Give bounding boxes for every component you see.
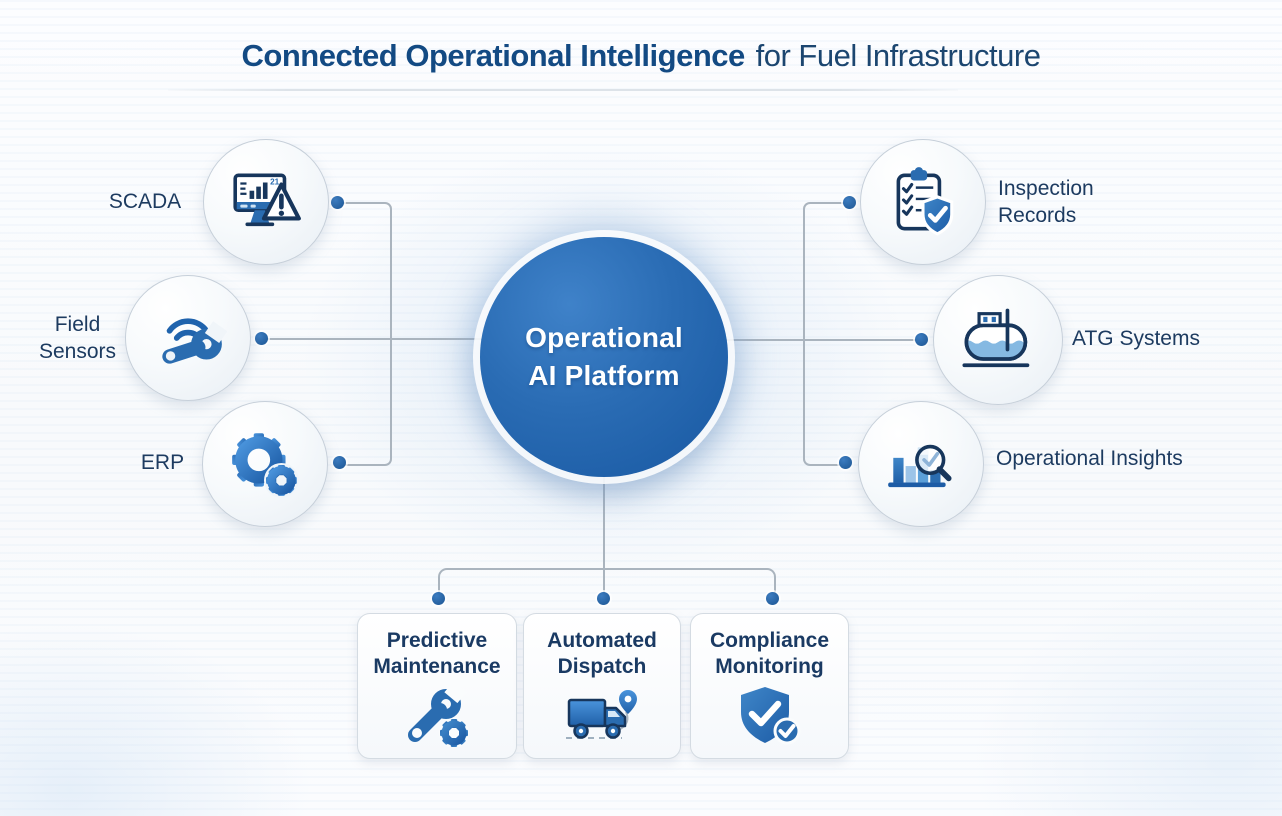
predictive-maintenance-label: Predictive Maintenance <box>373 629 501 678</box>
node-inspection-records <box>860 139 986 265</box>
field-sensors-label: Field Sensors <box>38 313 117 363</box>
node-operational-insights <box>858 401 984 527</box>
node-field-sensors <box>125 275 251 401</box>
node-erp <box>202 401 328 527</box>
inspection-records-label: Inspection Records <box>998 177 1094 227</box>
bar-chart-magnifier-icon <box>888 444 952 488</box>
erp-connector-dot <box>333 456 346 469</box>
node-atg-systems <box>933 275 1063 405</box>
automated-dispatch-label: Automated Dispatch <box>547 629 657 678</box>
operational-ai-platform-node: Operational AI Platform <box>480 237 728 477</box>
compliance-connector-dot <box>766 592 779 605</box>
compliance-monitoring-label: Compliance Monitoring <box>709 629 830 678</box>
page-title-regular: for Fuel Infrastructure <box>755 38 1041 73</box>
title-divider <box>168 89 958 91</box>
scada-label: SCADA <box>108 190 182 213</box>
scada-monitor-alert-icon: 21 <box>233 173 301 227</box>
shield-double-check-icon <box>740 687 800 745</box>
predictive-connector-dot <box>432 592 445 605</box>
dispatch-connector-dot <box>597 592 610 605</box>
node-scada: 21 <box>203 139 329 265</box>
operational-insights-label: Operational Insights <box>996 447 1183 470</box>
wrench-gear-icon <box>408 685 469 747</box>
bottom-stem-line <box>603 476 605 569</box>
dispatch-truck-pin-icon <box>566 690 637 739</box>
erp-label: ERP <box>140 451 185 474</box>
bottom-mid-stem-line <box>603 568 605 599</box>
inspection-connector-dot <box>843 196 856 209</box>
right-connector-bracket <box>803 202 851 466</box>
scada-connector-dot <box>331 196 344 209</box>
insights-connector-dot <box>839 456 852 469</box>
svg-text:21: 21 <box>270 178 280 187</box>
bottom-connector-bracket <box>438 568 776 601</box>
card-compliance-monitoring: Compliance Monitoring <box>690 613 849 759</box>
left-connector-bracket <box>337 202 392 466</box>
atg-connector-line <box>726 339 921 341</box>
operational-ai-platform-label: Operational AI Platform <box>525 322 683 391</box>
card-automated-dispatch: Automated Dispatch <box>523 613 681 759</box>
wireless-sensor-wrench-icon <box>162 318 227 364</box>
page-title-bold: Connected Operational Intelligence <box>241 38 746 73</box>
atg-connector-dot <box>915 333 928 346</box>
inspection-clipboard-shield-icon <box>896 167 954 236</box>
page-title: Connected Operational Intelligence for Fu… <box>0 38 1282 74</box>
field-sensors-connector-dot <box>255 332 268 345</box>
fuel-tank-gauge-icon <box>962 308 1030 368</box>
field-sensors-connector-line <box>262 338 482 340</box>
atg-systems-label: ATG Systems <box>1072 327 1200 350</box>
gears-icon <box>232 433 299 498</box>
card-predictive-maintenance: Predictive Maintenance <box>357 613 517 759</box>
